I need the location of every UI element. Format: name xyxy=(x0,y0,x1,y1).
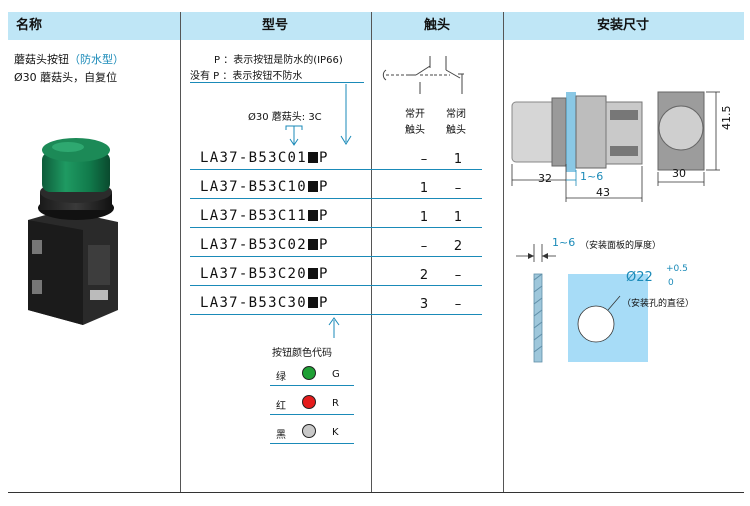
hole-tolerance-up: +0.5 xyxy=(666,264,688,274)
nc-count: 1 xyxy=(453,152,463,167)
nc-count: – xyxy=(454,268,462,283)
code-bracket-arrow xyxy=(285,125,303,146)
color-placeholder xyxy=(308,297,319,308)
dim-41-5: 41.5 xyxy=(720,105,733,131)
contact-nc-label-1: 常闭 xyxy=(446,109,466,120)
black-swatch-icon xyxy=(302,424,316,438)
column-divider xyxy=(180,12,181,492)
dim-1-6: 1~6 xyxy=(580,170,604,183)
row-underline xyxy=(270,414,354,415)
row-underline xyxy=(270,385,354,386)
row-underline xyxy=(190,198,482,199)
color-code: G xyxy=(332,369,340,380)
row-underline xyxy=(190,285,482,286)
thickness-note: （安装面板的厚度） xyxy=(580,241,662,251)
product-variant: （防水型） xyxy=(69,53,124,66)
contact-no-label-1: 常开 xyxy=(405,109,425,120)
no-count: – xyxy=(420,152,428,167)
note-no-p: 没有 P ：表示按钮不防水 xyxy=(190,71,303,82)
color-code: R xyxy=(332,398,339,409)
dim-32: 32 xyxy=(538,172,552,185)
nc-count: 2 xyxy=(453,239,463,254)
header-name: 名称 xyxy=(16,18,43,33)
row-underline xyxy=(270,443,354,444)
dim-30: 30 xyxy=(672,167,686,180)
contact-nc-label-2: 触头 xyxy=(446,125,466,136)
product-photo xyxy=(28,138,118,325)
red-swatch-icon xyxy=(302,395,316,409)
color-name: 绿 xyxy=(276,372,286,383)
panel-drawing xyxy=(516,244,648,363)
note-underline xyxy=(190,82,364,83)
product-desc: Ø30 蘑菇头，自复位 xyxy=(14,71,118,84)
color-code-label: 按钮颜色代码 xyxy=(272,348,332,359)
note-p: P ：表示按钮是防水的(IP66) xyxy=(214,55,343,66)
color-placeholder xyxy=(308,210,319,221)
contact-symbol xyxy=(382,56,464,94)
row-underline xyxy=(190,169,482,170)
list-item: 红 R xyxy=(270,395,354,424)
no-count: 1 xyxy=(419,181,429,196)
product-title: 蘑菇头按钮 xyxy=(14,53,69,66)
p-arrow xyxy=(340,84,352,145)
hole-diameter: Ø22 xyxy=(626,270,653,285)
row-underline xyxy=(190,256,482,257)
color-placeholder xyxy=(308,268,319,279)
contact-no-label-2: 触头 xyxy=(405,125,425,136)
color-arrow xyxy=(328,317,340,338)
no-count: – xyxy=(420,239,428,254)
column-divider xyxy=(371,12,372,492)
table-bottom-border xyxy=(8,492,744,493)
nc-count: – xyxy=(454,297,462,312)
dimension-drawing xyxy=(511,91,720,202)
header-model: 型号 xyxy=(261,18,288,33)
row-underline xyxy=(190,314,482,315)
color-legend: 绿 G 红 R 黑 K xyxy=(270,366,354,453)
green-swatch-icon xyxy=(302,366,316,380)
nc-count: – xyxy=(454,181,462,196)
header-contact: 触头 xyxy=(423,18,450,33)
color-name: 红 xyxy=(276,401,286,412)
table-header xyxy=(8,12,744,40)
note-mushroom: Ø30 蘑菇头: 3C xyxy=(248,112,322,123)
no-count: 1 xyxy=(419,210,429,225)
thickness-label: 1~6 xyxy=(552,236,576,249)
dim-43: 43 xyxy=(596,186,610,199)
color-name: 黑 xyxy=(276,430,286,441)
hole-tolerance-down: 0 xyxy=(668,278,674,288)
no-count: 2 xyxy=(419,268,429,283)
row-underline xyxy=(190,227,482,228)
color-placeholder xyxy=(308,181,319,192)
nc-count: 1 xyxy=(453,210,463,225)
column-divider xyxy=(503,12,504,492)
color-code: K xyxy=(332,427,339,438)
color-placeholder xyxy=(308,152,319,163)
list-item: 绿 G xyxy=(270,366,354,395)
header-dims: 安装尺寸 xyxy=(596,18,649,33)
no-count: 3 xyxy=(419,297,429,312)
color-placeholder xyxy=(308,239,319,250)
list-item: 黑 K xyxy=(270,424,354,453)
product-title-line: 蘑菇头按钮（防水型） xyxy=(14,51,124,67)
hole-note: （安装孔的直径） xyxy=(622,299,695,309)
